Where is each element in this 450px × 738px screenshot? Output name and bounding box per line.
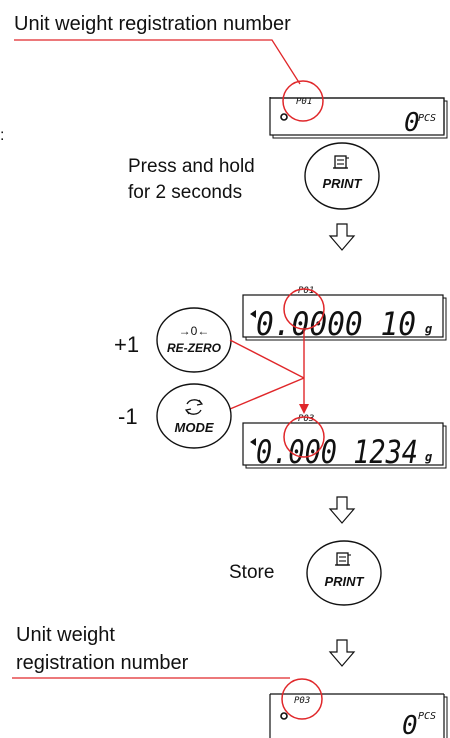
top-caption: Unit weight registration number [14, 13, 291, 35]
press-hold-line2: for 2 seconds [128, 182, 242, 203]
printer-icon [333, 155, 349, 169]
display-bottom-code: P03 [294, 696, 310, 706]
arrowhead-icon [299, 404, 309, 414]
display-bottom: P03 0 PCS [269, 678, 448, 738]
mode-button[interactable]: MODE [156, 383, 232, 449]
store-label: Store [229, 562, 274, 583]
indicator-triangle-icon [250, 310, 256, 318]
highlight-circle [283, 416, 325, 458]
highlight-circle [283, 288, 325, 330]
indicator-triangle-icon [250, 438, 256, 446]
highlight-circle [281, 678, 323, 720]
display-middle2-code: P03 [298, 414, 314, 424]
connector-line [229, 339, 305, 379]
down-arrow-icon [328, 223, 356, 251]
svg-text::: : [0, 127, 4, 144]
rezero-button[interactable]: →0← RE-ZERO [156, 307, 232, 373]
display-middle-1: P01 0.0000 10 g [242, 286, 447, 343]
print-label: PRINT [325, 574, 365, 589]
plus-one-label: +1 [114, 332, 139, 357]
down-arrow-icon [328, 639, 356, 667]
stable-indicator-icon [280, 712, 288, 720]
rezero-arrows: →0← [179, 324, 210, 338]
display-middle1-unit: g [425, 322, 432, 336]
rezero-label: RE-ZERO [167, 341, 222, 355]
stable-indicator-icon [280, 113, 288, 121]
minus-one-label: -1 [118, 404, 138, 429]
bottom-caption-line1: Unit weight [16, 624, 115, 646]
display-middle-2: P03 0.000 1234 g [242, 414, 447, 471]
printer-icon [335, 552, 351, 566]
connector-line [229, 377, 305, 410]
display-top: P01 0 PCS [269, 80, 448, 139]
highlight-circle [282, 80, 324, 122]
print-label: PRINT [323, 176, 363, 191]
display-middle1-code: P01 [298, 286, 314, 296]
print-button-2[interactable]: PRINT [306, 540, 382, 606]
bottom-caption-line2: registration number [16, 652, 189, 674]
display-middle2-value: 0.000 1234 [256, 433, 418, 471]
display-middle1-value: 0.0000 10 [256, 305, 416, 343]
press-hold-line1: Press and hold [128, 156, 255, 177]
display-top-code: P01 [296, 97, 312, 107]
mode-label: MODE [175, 420, 214, 435]
display-top-unit: PCS [418, 113, 436, 124]
cycle-icon [184, 399, 204, 415]
display-bottom-value: 0 [402, 711, 418, 738]
down-arrow-icon [328, 496, 356, 524]
display-top-value: 0 [404, 108, 420, 138]
print-button-1[interactable]: PRINT [304, 142, 380, 210]
display-bottom-unit: PCS [418, 711, 436, 722]
top-caption-leader [14, 39, 301, 85]
display-middle2-unit: g [425, 450, 432, 464]
